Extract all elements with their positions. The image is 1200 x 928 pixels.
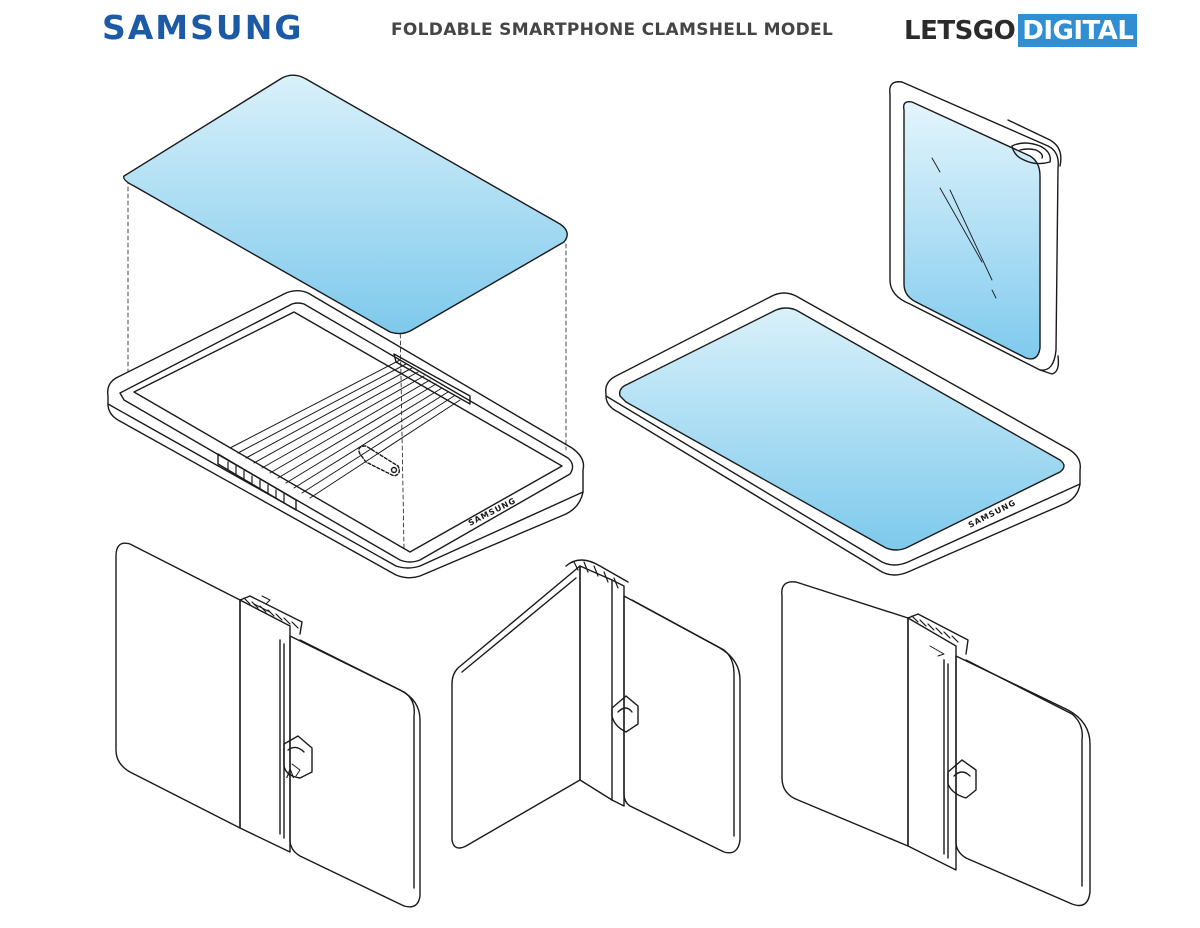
samsung-logo: SAMSUNG <box>102 8 304 47</box>
letsgodigital-logo: LETSGO DIGITAL <box>904 14 1138 47</box>
hinge-teeth-mid <box>573 561 619 589</box>
folded-upright-device <box>889 81 1062 375</box>
frame-brand-text: SAMSUNG <box>467 496 518 528</box>
page-title: FOLDABLE SMARTPHONE CLAMSHELL MODEL <box>391 20 834 40</box>
hinge-block <box>217 453 297 511</box>
floating-display <box>123 74 568 335</box>
digital-text: DIGITAL <box>1018 14 1138 47</box>
flat-screen <box>618 307 1065 551</box>
exploded-view: SAMSUNG <box>106 74 585 579</box>
annotation-letter: A <box>286 767 295 781</box>
glare-lines <box>931 157 997 299</box>
folded-screen <box>902 100 1041 360</box>
partially-folded-device <box>451 559 741 854</box>
letsgo-text: LETSGO <box>904 16 1016 46</box>
hinge-teeth <box>243 597 299 629</box>
hinge-teeth-right <box>911 615 959 643</box>
open-device-left: A <box>115 542 421 908</box>
device-frame <box>106 290 585 579</box>
open-device-right <box>781 581 1091 907</box>
hinge-strips <box>229 359 461 499</box>
